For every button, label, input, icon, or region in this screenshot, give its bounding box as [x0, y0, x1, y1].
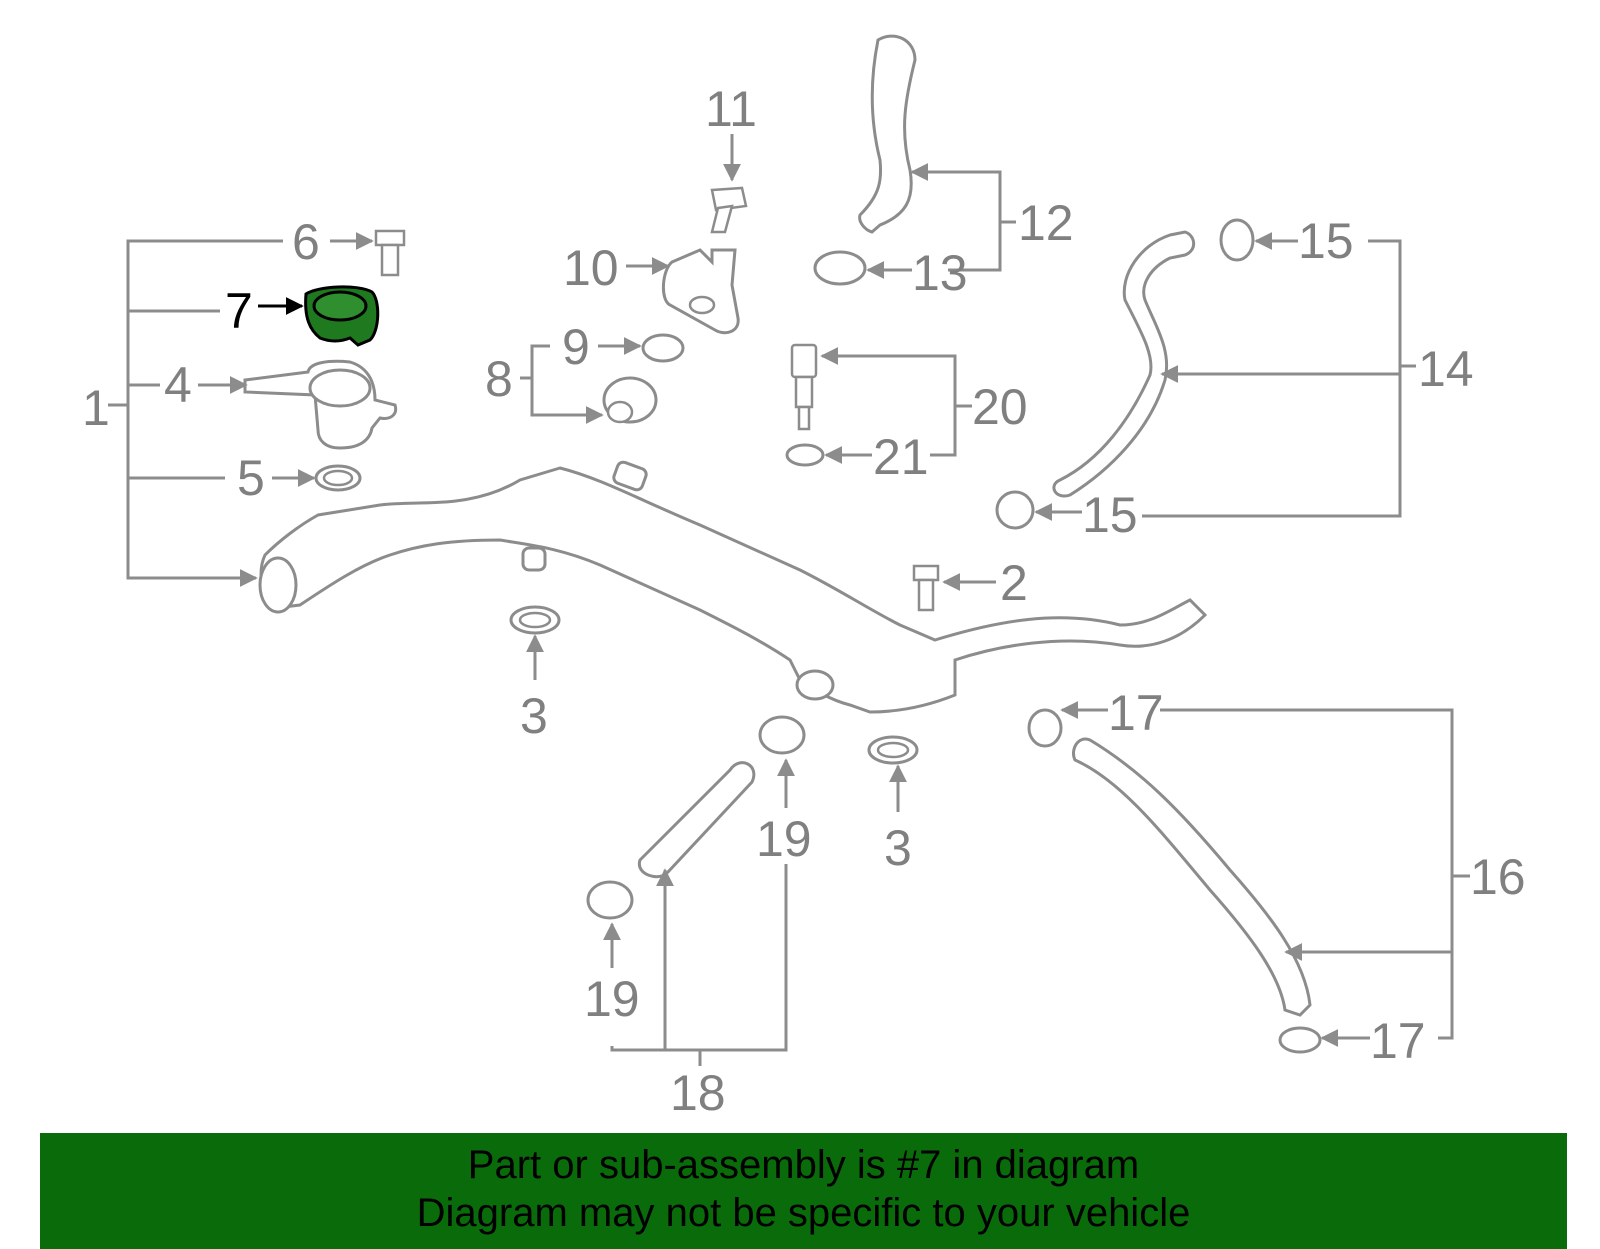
callout-4: 4 — [164, 357, 192, 413]
callout-17b: 17 — [1370, 1013, 1426, 1069]
oring-3a-inner — [518, 611, 552, 629]
banner-line-2: Diagram may not be specific to your vehi… — [416, 1191, 1191, 1235]
cover-10-hole — [688, 295, 716, 315]
hose-16 — [1072, 737, 1312, 1017]
callout-19a: 19 — [756, 811, 812, 867]
pipe-outlet-bottom — [795, 669, 835, 701]
callout-15a: 15 — [1298, 213, 1354, 269]
callout-8: 8 — [485, 351, 513, 407]
clamp-17a — [1027, 708, 1063, 748]
callout-21: 21 — [873, 429, 929, 485]
thermostat-cap-7 — [304, 285, 380, 347]
callout-3b: 3 — [884, 820, 912, 876]
callout-7: 7 — [225, 283, 253, 339]
bracket-8 — [530, 344, 600, 417]
bolt-2 — [912, 564, 940, 612]
bracket-14 — [1142, 239, 1402, 518]
callout-9: 9 — [562, 319, 590, 375]
pipe-boss — [521, 546, 547, 572]
callout-20: 20 — [972, 379, 1028, 435]
oring-3b-inner — [876, 741, 910, 759]
callout-16: 16 — [1470, 849, 1526, 905]
clamp-19a — [758, 715, 806, 755]
callout-10: 10 — [563, 240, 619, 296]
info-banner: Part or sub-assembly is #7 in diagram Di… — [40, 1133, 1567, 1249]
clamp-13 — [813, 250, 867, 286]
pipe-outlet-top — [612, 460, 648, 492]
callout-12: 12 — [1018, 195, 1074, 251]
hose-14 — [1052, 230, 1196, 498]
clamp-15a — [1219, 218, 1255, 262]
oring-21 — [785, 443, 825, 467]
bolt-11 — [710, 186, 748, 234]
hose-18 — [637, 761, 756, 879]
clamp-15b — [995, 490, 1035, 530]
bolt-6 — [374, 229, 406, 277]
banner-line-1: Part or sub-assembly is #7 in diagram — [467, 1143, 1140, 1187]
oring-5-inner — [322, 469, 354, 487]
callout-15b: 15 — [1082, 487, 1138, 543]
callout-3a: 3 — [520, 688, 548, 744]
thermostat-8 — [602, 376, 658, 424]
oring-9 — [641, 333, 685, 363]
callout-11: 11 — [705, 81, 757, 137]
cover-10 — [662, 248, 740, 335]
callout-5: 5 — [237, 450, 265, 506]
hose-12 — [858, 34, 917, 234]
callout-13: 13 — [912, 245, 968, 301]
bracket-1 — [126, 239, 283, 580]
callout-1: 1 — [82, 380, 110, 436]
callout-14: 14 — [1418, 341, 1474, 397]
sensor-20 — [790, 343, 818, 431]
housing-4 — [243, 359, 398, 450]
callout-2: 2 — [1000, 555, 1028, 611]
water-pipe-manifold — [259, 466, 1208, 714]
callout-17a: 17 — [1108, 685, 1164, 741]
callout-19b: 19 — [584, 971, 640, 1027]
clamp-17b — [1278, 1026, 1322, 1054]
callout-18: 18 — [670, 1065, 726, 1121]
bracket-16 — [1160, 708, 1454, 1040]
clamp-19b — [586, 880, 634, 920]
callout-6: 6 — [292, 214, 320, 270]
pipe-inlet — [258, 556, 298, 614]
